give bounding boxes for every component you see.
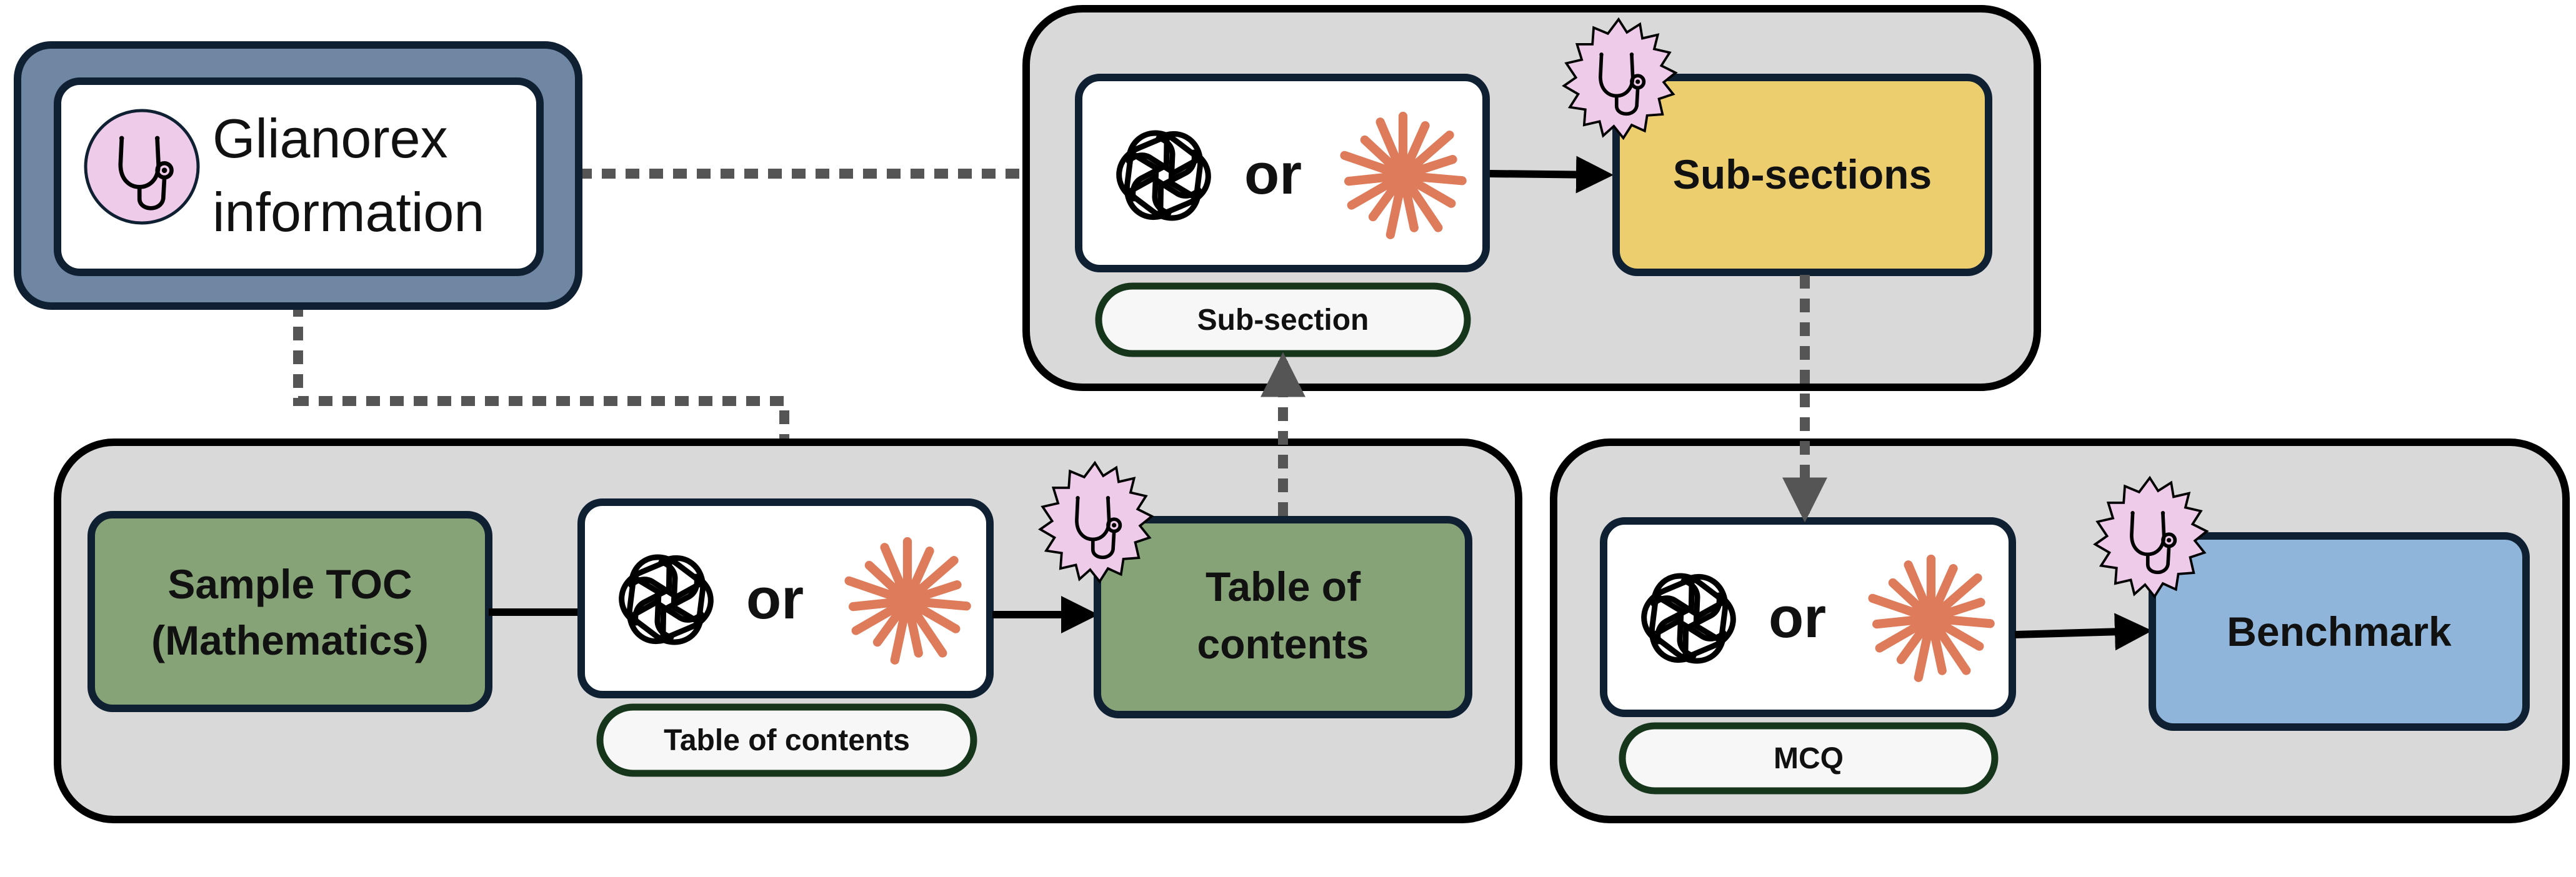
model-choice-box-bottom-right: or [1600, 517, 2016, 717]
or-label-bottom-right: or [1769, 586, 1826, 650]
dotted-connector-source-to-bottom [293, 303, 807, 505]
benchmark-label: Benchmark [2227, 608, 2452, 655]
sample-toc-node: Sample TOC (Mathematics) [87, 511, 492, 712]
pill-mcq: MCQ [1619, 722, 1999, 795]
stethoscope-icon [84, 109, 200, 225]
toc-line1: Table of [1206, 563, 1361, 610]
pill-mcq-label: MCQ [1774, 742, 1844, 775]
top-panel: or Sub-sections Sub-section [1022, 5, 2041, 391]
or-label-bottom-left: or [746, 567, 804, 631]
bottom-left-panel: Sample TOC (Mathematics) or Table of con… [54, 438, 1522, 823]
source-title-line1: Glianorex [212, 107, 448, 169]
arrow-top-model-to-output [1489, 156, 1614, 194]
source-node: Glianorex information [14, 41, 582, 310]
pill-sub-section-label: Sub-section [1197, 304, 1369, 337]
source-title-line2: information [212, 181, 484, 243]
table-of-contents-node: Table of contents [1094, 516, 1472, 718]
sample-toc-line2: (Mathematics) [151, 617, 429, 663]
sub-sections-node: Sub-sections [1612, 74, 1992, 276]
model-choice-box-top: or [1075, 74, 1490, 272]
toc-line2: contents [1197, 621, 1369, 667]
sample-toc-line1: Sample TOC [167, 561, 412, 607]
pill-table-of-contents: Table of contents [596, 703, 977, 777]
model-choice-box-bottom-left: or [577, 498, 994, 698]
arrow-model-to-benchmark [2014, 613, 2152, 651]
pill-sub-section: Sub-section [1095, 282, 1471, 357]
bottom-right-panel: or Benchmark MCQ [1550, 438, 2570, 823]
or-label-top: or [1244, 142, 1302, 206]
sub-sections-label: Sub-sections [1673, 151, 1932, 197]
pill-table-of-contents-label: Table of contents [664, 724, 910, 757]
benchmark-node: Benchmark [2149, 532, 2530, 731]
